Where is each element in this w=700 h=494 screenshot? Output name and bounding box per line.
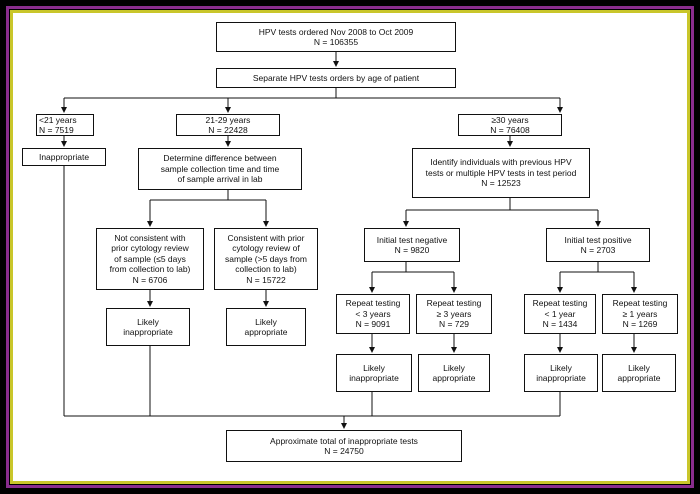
node-age-30-plus: ≥30 years N = 76408 [458, 114, 562, 136]
node-separate-by-age: Separate HPV tests orders by age of pati… [216, 68, 456, 88]
node-repeat-1-plus: Repeat testing ≥ 1 years N = 1269 [602, 294, 678, 334]
node-inappropriate: Inappropriate [22, 148, 106, 166]
node-repeat-3-plus: Repeat testing ≥ 3 years N = 729 [416, 294, 492, 334]
node-determine-difference: Determine difference between sample coll… [138, 148, 302, 190]
node-not-consistent: Not consistent with prior cytology revie… [96, 228, 204, 290]
node-age-under-21: <21 years N = 7519 [36, 114, 94, 136]
node-age-21-29: 21-29 years N = 22428 [176, 114, 280, 136]
node-repeat-under-1: Repeat testing < 1 year N = 1434 [524, 294, 596, 334]
node-likely-inappropriate-2: Likely inappropriate [336, 354, 412, 392]
node-approximate-total: Approximate total of inappropriate tests… [226, 430, 462, 462]
node-likely-appropriate-2: Likely appropriate [418, 354, 490, 392]
node-repeat-under-3: Repeat testing < 3 years N = 9091 [336, 294, 410, 334]
node-identify-individuals: Identify individuals with previous HPV t… [412, 148, 590, 198]
node-initial-negative: Initial test negative N = 9820 [364, 228, 460, 262]
node-hpv-tests-ordered: HPV tests ordered Nov 2008 to Oct 2009 N… [216, 22, 456, 52]
node-initial-positive: Initial test positive N = 2703 [546, 228, 650, 262]
node-likely-appropriate-3: Likely appropriate [602, 354, 676, 392]
purple-border [6, 6, 694, 488]
node-likely-appropriate-1: Likely appropriate [226, 308, 306, 346]
node-likely-inappropriate-1: Likely inappropriate [106, 308, 190, 346]
node-consistent: Consistent with prior cytology review of… [214, 228, 318, 290]
node-likely-inappropriate-3: Likely inappropriate [524, 354, 598, 392]
